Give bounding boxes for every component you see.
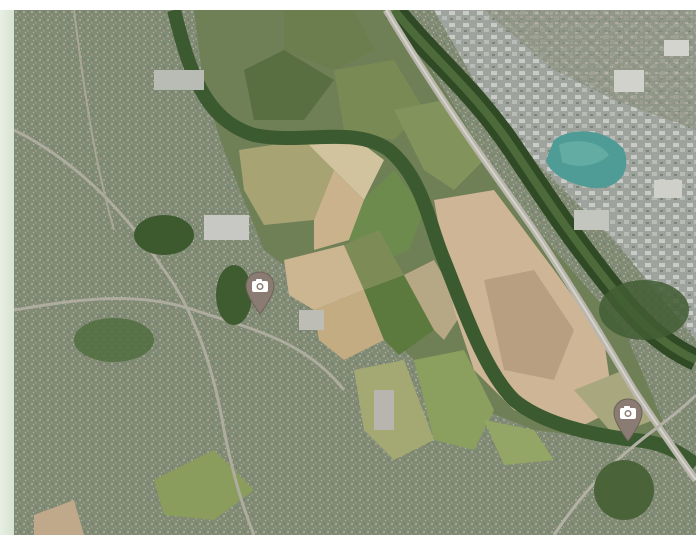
photo-marker-1[interactable] [244, 270, 276, 316]
satellite-imagery[interactable] [14, 10, 696, 535]
camera-icon [252, 279, 268, 292]
map-pin-icon [613, 398, 643, 442]
map-pin-icon [245, 271, 275, 315]
photo-marker-2[interactable] [612, 397, 644, 443]
map-top-margin [0, 0, 696, 10]
map-edge-strip [0, 0, 14, 535]
camera-icon [620, 406, 636, 419]
